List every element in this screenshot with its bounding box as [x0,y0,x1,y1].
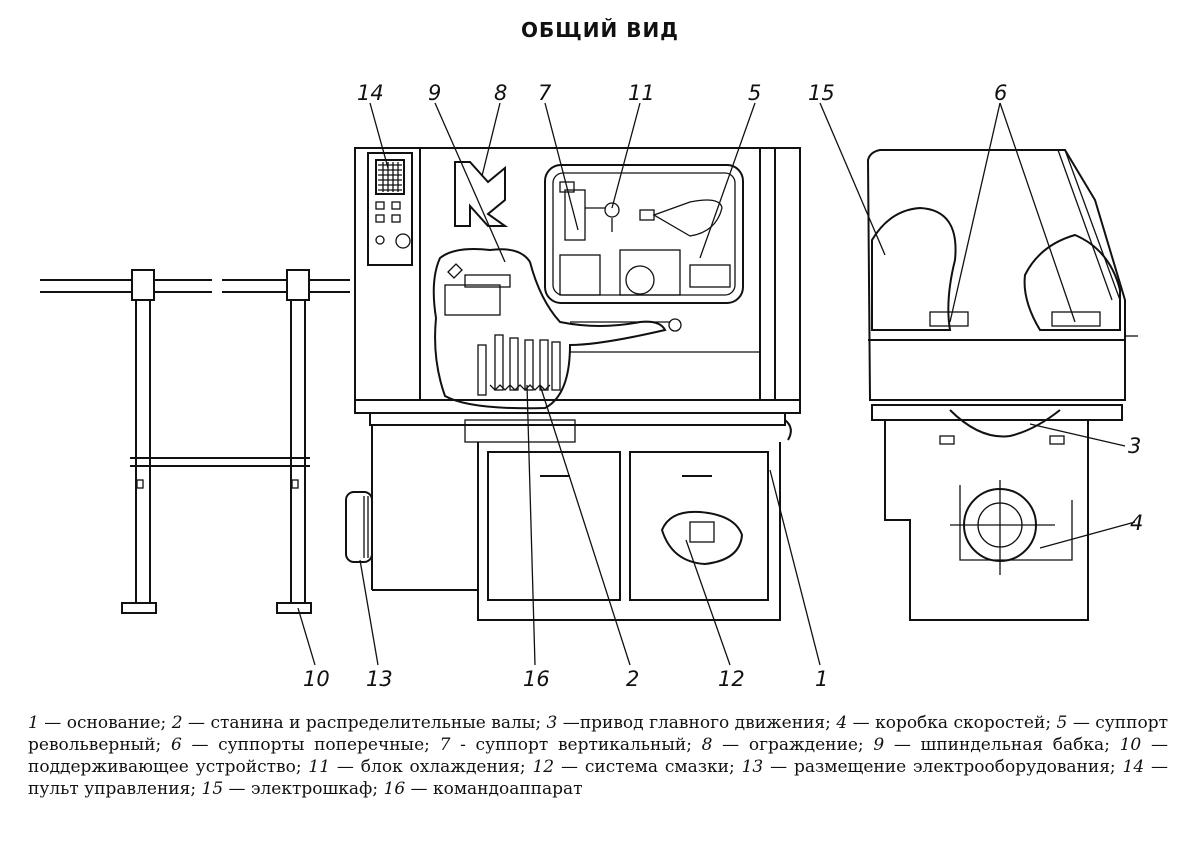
callout-14: 14 [357,81,384,105]
legend-num-13: 13 [741,757,764,777]
legend-num-5: 5 [1056,713,1068,733]
legend-text-7: суппорт вертикальный [475,735,687,755]
legend-text-3: привод главного движения [579,713,826,733]
callout-4: 4 [1130,511,1143,535]
legend-num-7: 7 [439,735,451,755]
legend-num-14: 14 [1122,757,1145,777]
legend-text-1: основание [66,713,161,733]
callout-1: 1 [815,667,828,691]
machine-drawing: 14 9 8 7 11 5 15 6 3 4 10 13 16 2 12 1 [40,81,1143,691]
legend-num-11: 11 [308,757,331,777]
callout-labels: 14 9 8 7 11 5 15 6 3 4 10 13 16 2 12 1 [303,81,1143,691]
support-device [40,269,350,614]
legend-text-13: размещение электрооборудования [793,757,1110,777]
legend-text-11: блок охлаждения [360,757,520,777]
callout-13: 13 [366,667,393,691]
legend-text-6: суппорты поперечные [218,735,425,755]
machine-front-view [345,147,801,621]
legend-text-15: электрошкаф [250,779,373,799]
page-title: ОБЩИЙ ВИД [521,18,679,42]
legend-num-1: 1 [28,713,39,733]
legend-num-3: 3 [546,713,558,733]
callout-10: 10 [303,667,330,691]
legend-text-5: суппорт револьверный [28,713,1168,755]
callout-5: 5 [748,81,761,105]
callout-7: 7 [538,81,552,105]
callout-2: 2 [626,667,639,691]
callout-12: 12 [718,667,745,691]
legend-num-2: 2 [171,713,183,733]
legend-num-16: 16 [383,779,406,799]
legend-text-4: коробка скоростей [875,713,1046,733]
callout-6: 6 [994,81,1007,105]
legend-num-8: 8 [701,735,713,755]
legend-num-12: 12 [532,757,555,777]
legend-text-16: командоаппарат [432,779,583,799]
legend-num-15: 15 [201,779,224,799]
legend-text-2: станина и распределительные валы [210,713,536,733]
legend-num-4: 4 [836,713,848,733]
callout-16: 16 [523,667,550,691]
callout-9: 9 [428,81,441,105]
legend-num-6: 6 [170,735,182,755]
legend-text-9: шпиндельная бабка [920,735,1105,755]
legend-num-9: 9 [873,735,885,755]
legend-text-8: ограждение [748,735,858,755]
machine-side-view [866,149,1138,621]
callout-8: 8 [494,81,507,105]
legend-text-12: система смазки [584,757,730,777]
callout-3: 3 [1128,434,1141,458]
legend-text-14: пульт управления [28,779,191,799]
callout-15: 15 [808,81,835,105]
callout-11: 11 [628,81,655,105]
legend-caption: 1 — основание; 2 — станина и распределит… [28,713,1169,799]
leader-lines [297,102,1136,666]
legend-num-10: 10 [1119,735,1142,755]
legend-text-10: поддерживающее устройство [28,757,296,777]
